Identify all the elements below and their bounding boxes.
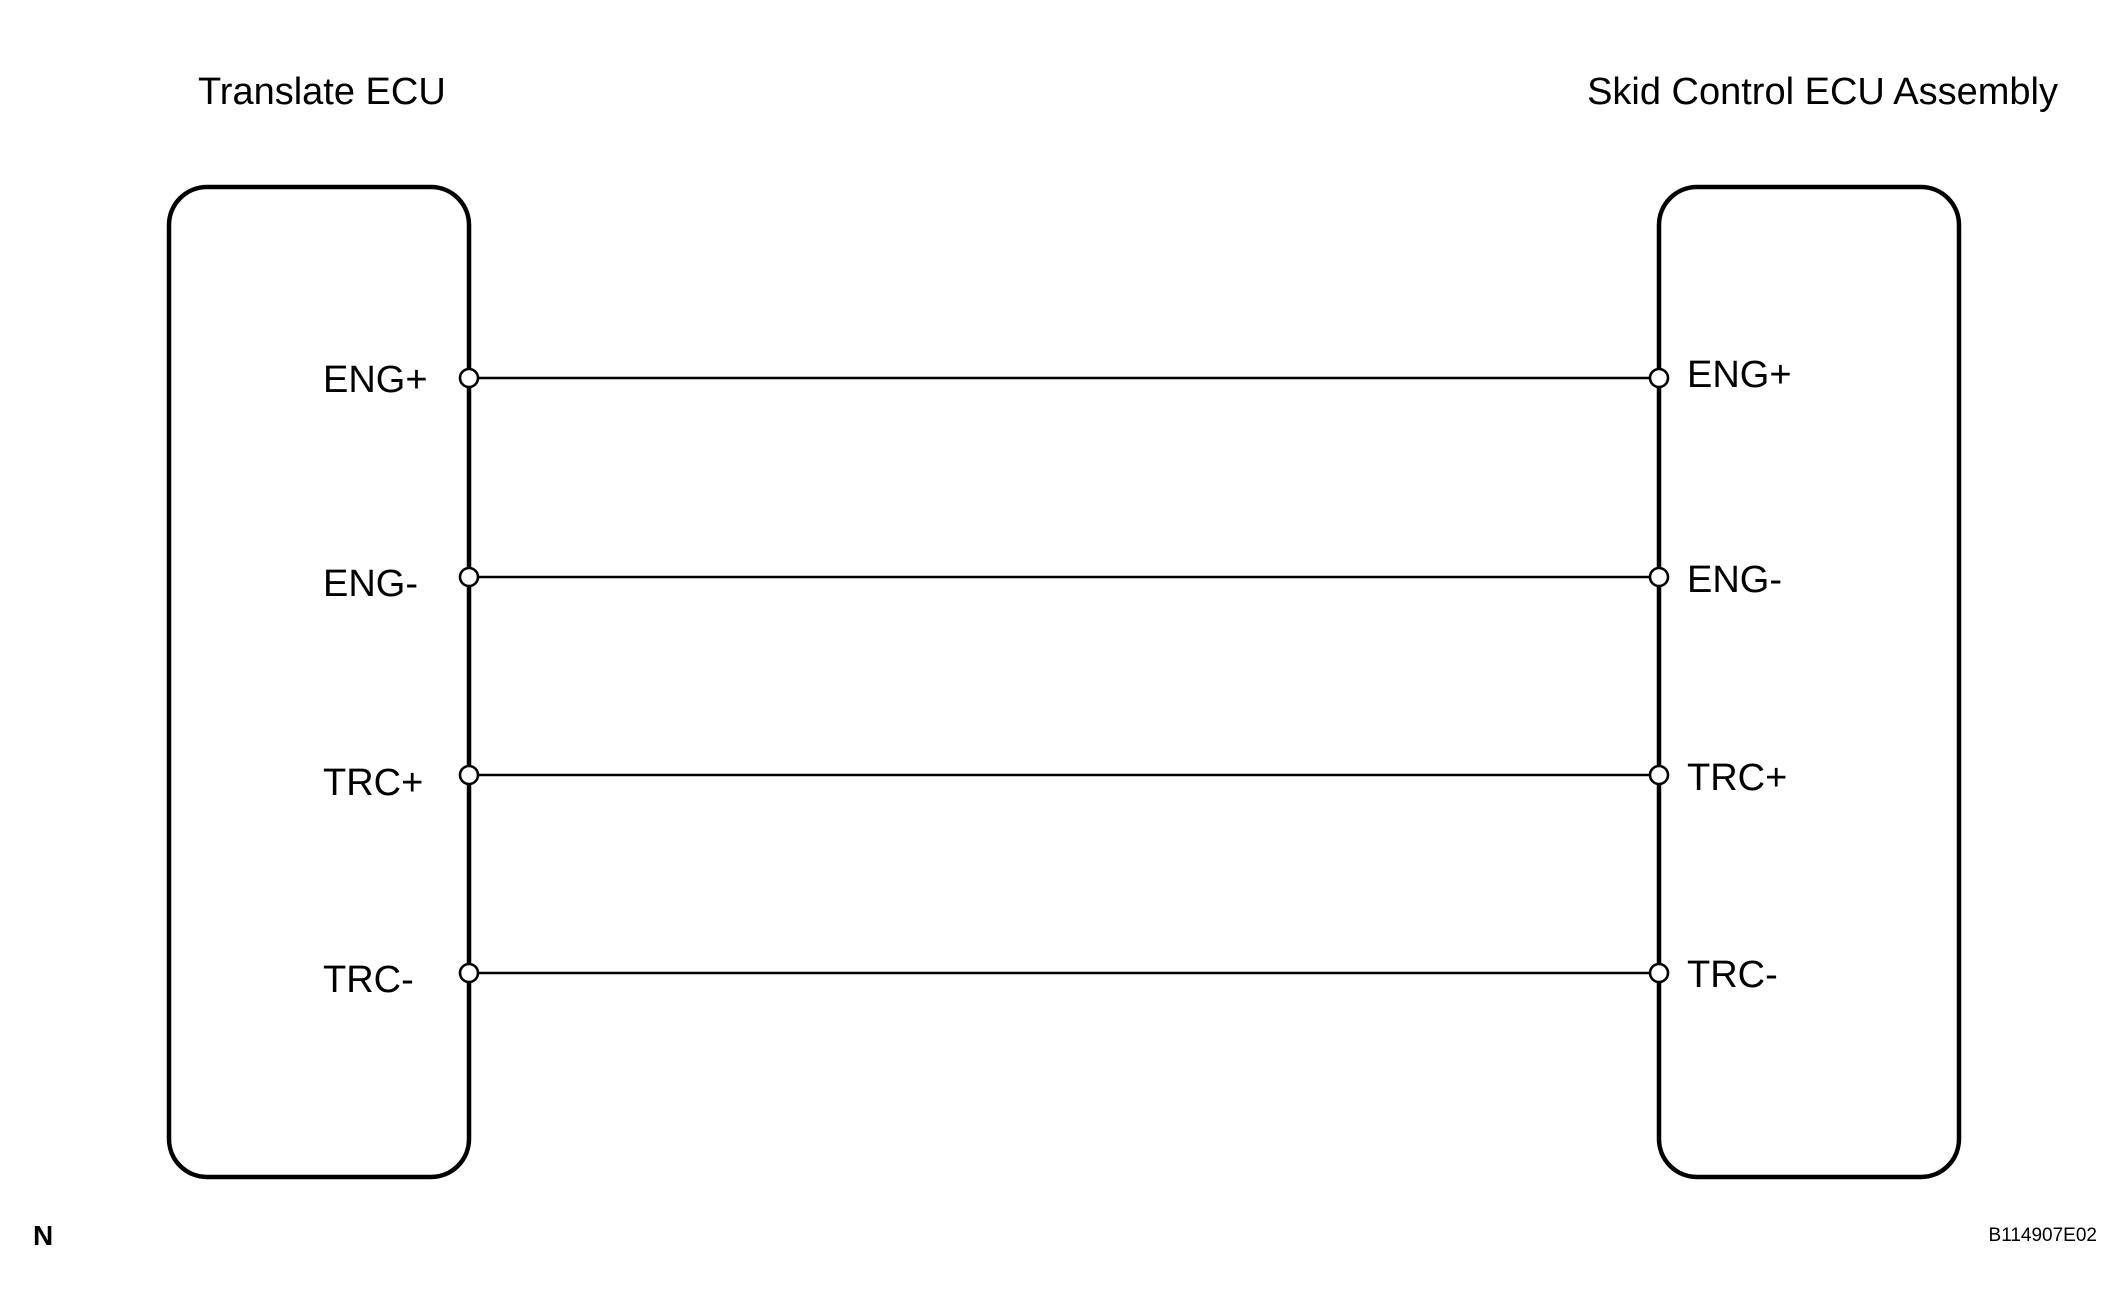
corner-mark: N xyxy=(33,1220,53,1251)
left-pin-label-trc-plus: TRC+ xyxy=(323,762,423,804)
figure-id: B114907E02 xyxy=(1989,1225,2097,1246)
left-terminal-eng-plus xyxy=(458,367,480,389)
right-terminal-eng-plus xyxy=(1648,367,1670,389)
right-pin-label-eng-minus: ENG- xyxy=(1687,559,1782,601)
right-pin-label-eng-plus: ENG+ xyxy=(1687,354,1792,396)
right-terminal-trc-plus xyxy=(1648,764,1670,786)
right-ecu-box xyxy=(1656,184,1962,1180)
left-pin-label-eng-minus: ENG- xyxy=(323,563,418,605)
left-ecu-box xyxy=(166,184,472,1180)
left-terminal-trc-minus xyxy=(458,962,480,984)
right-ecu-title: Skid Control ECU Assembly xyxy=(1587,71,2058,113)
right-terminal-trc-minus xyxy=(1648,962,1670,984)
left-ecu-title: Translate ECU xyxy=(198,71,446,113)
right-pin-label-trc-plus: TRC+ xyxy=(1687,757,1787,799)
left-terminal-trc-plus xyxy=(458,764,480,786)
right-terminal-eng-minus xyxy=(1648,566,1670,588)
left-pin-label-trc-minus: TRC- xyxy=(323,959,414,1001)
left-terminal-eng-minus xyxy=(458,566,480,588)
right-pin-label-trc-minus: TRC- xyxy=(1687,954,1778,996)
left-pin-label-eng-plus: ENG+ xyxy=(323,359,428,401)
